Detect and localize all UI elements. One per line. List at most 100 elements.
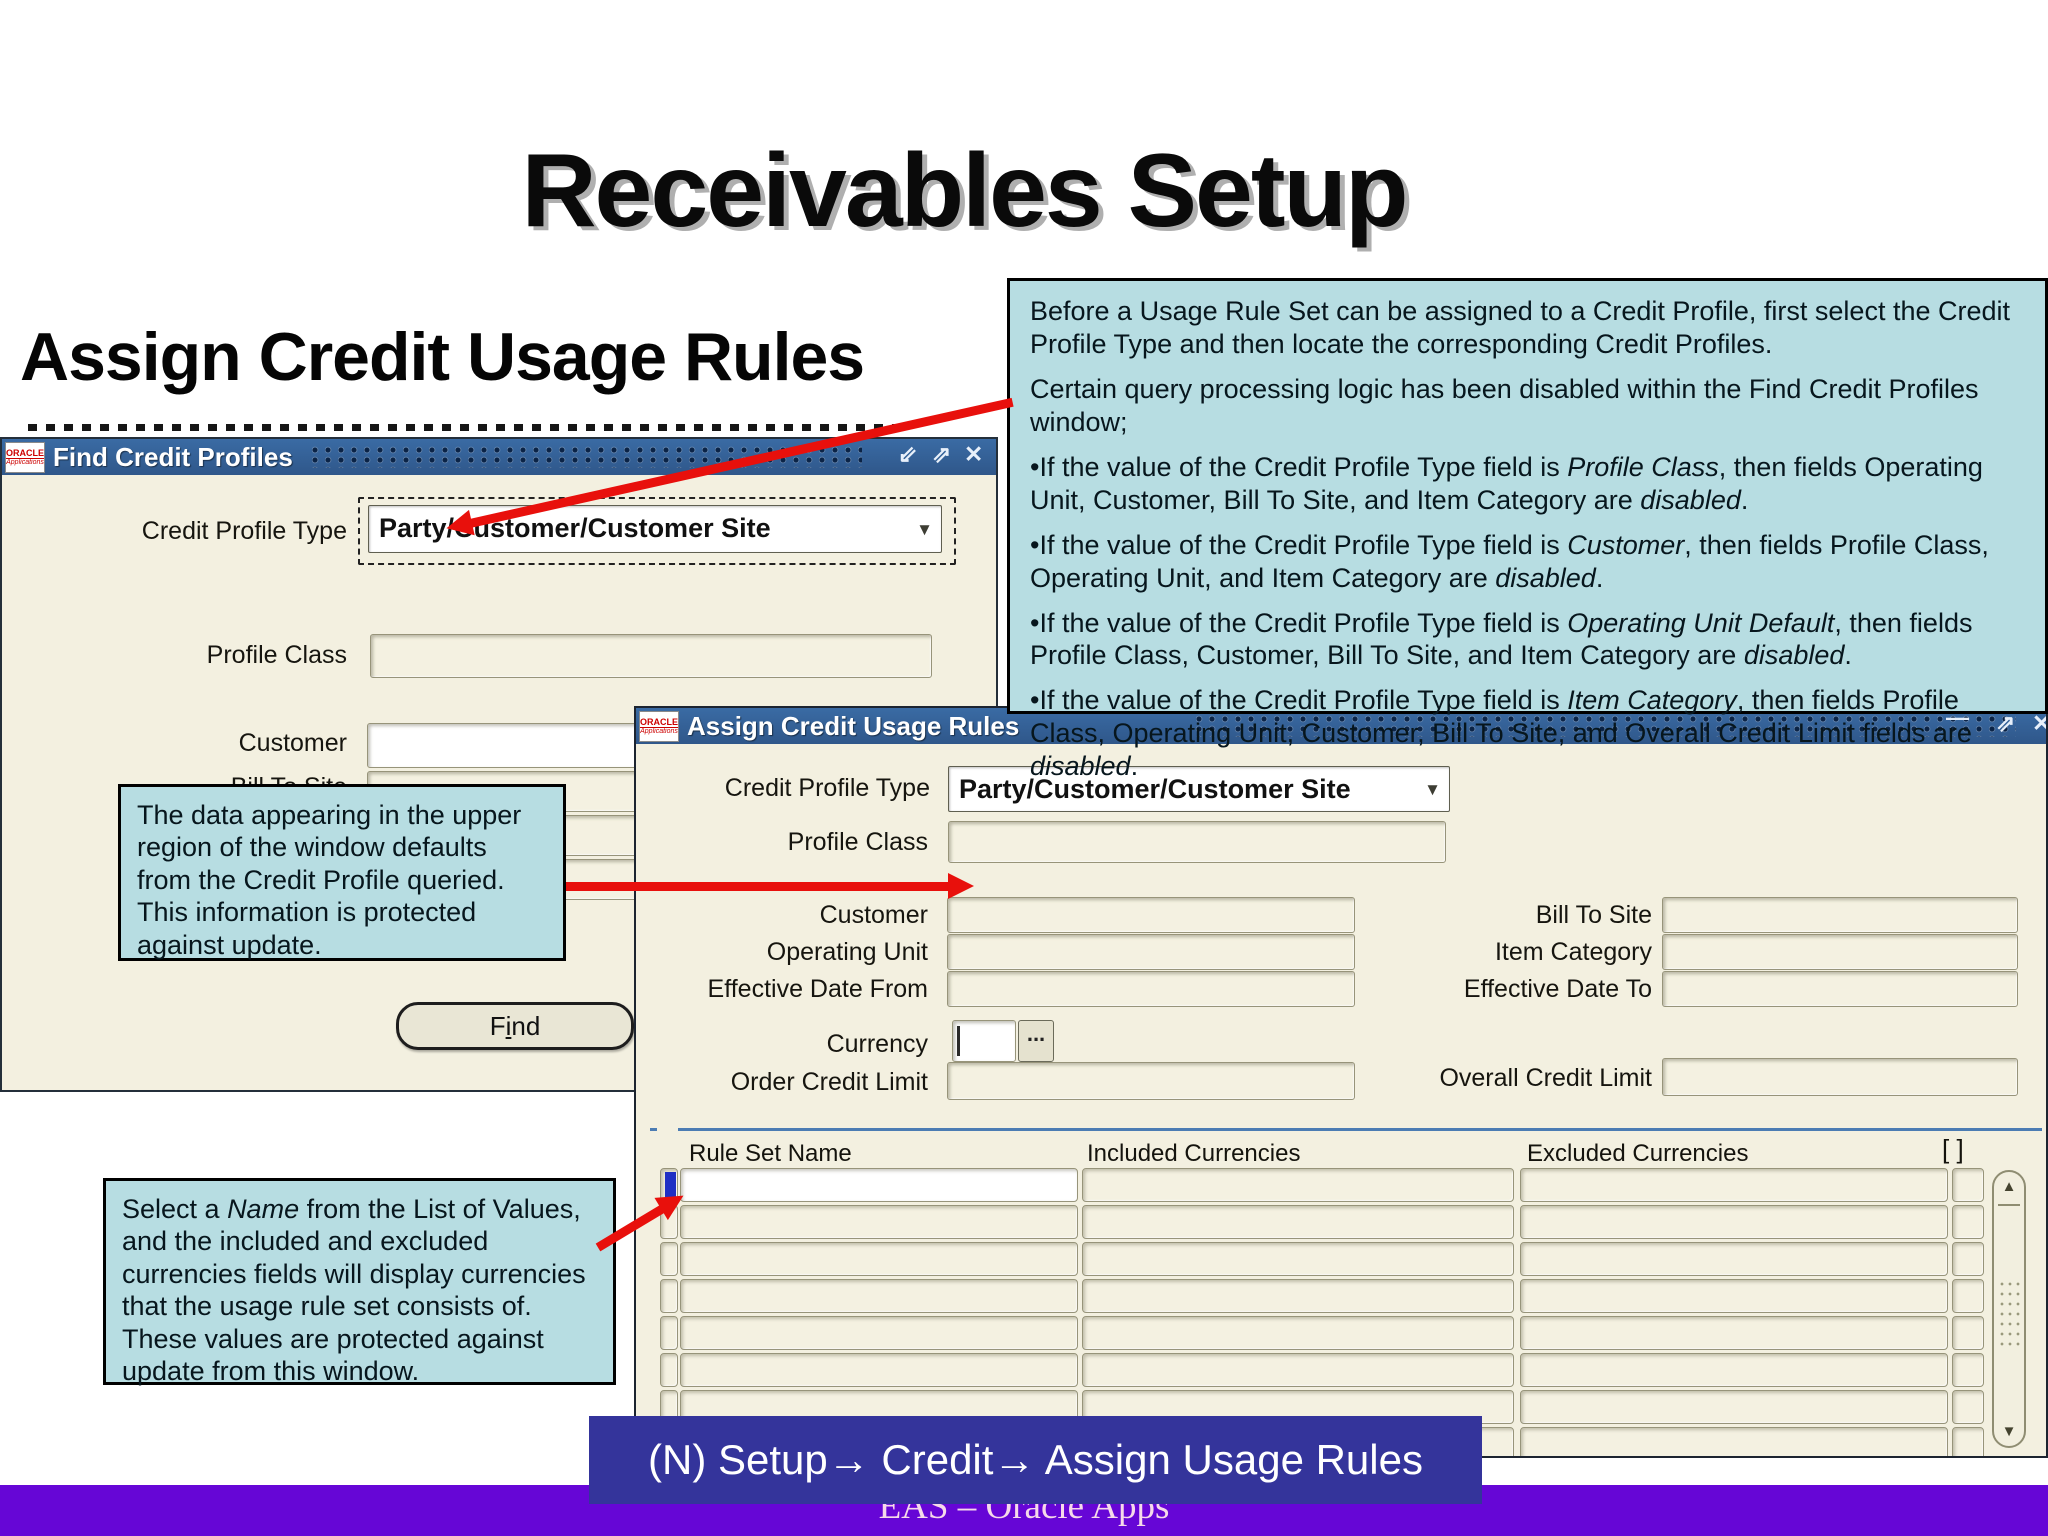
included-currencies-cell[interactable] bbox=[1082, 1316, 1514, 1350]
table-row bbox=[660, 1279, 1990, 1313]
excluded-currencies-cell[interactable] bbox=[1520, 1242, 1948, 1276]
effective-date-from-input[interactable] bbox=[947, 971, 1355, 1007]
row-flexfield-cell bbox=[1952, 1168, 1984, 1202]
credit-profile-type-label: Credit Profile Type bbox=[724, 774, 930, 802]
close-window-icon[interactable]: ✕ bbox=[2032, 710, 2046, 737]
expand-window-icon[interactable]: ⇗ bbox=[1996, 710, 2016, 736]
bill-to-site-input[interactable] bbox=[1662, 897, 2018, 933]
included-currencies-header: Included Currencies bbox=[1087, 1140, 1301, 1167]
close-window-icon[interactable]: ✕ bbox=[964, 441, 984, 467]
profile-class-label: Profile Class bbox=[787, 828, 928, 856]
included-currencies-cell[interactable] bbox=[1082, 1205, 1514, 1239]
selection-marquee bbox=[358, 497, 956, 565]
text-cursor bbox=[957, 1026, 960, 1056]
overall-credit-limit-input[interactable] bbox=[1662, 1058, 2018, 1096]
find-window-titlebar[interactable]: ORACLE Applications Find Credit Profiles… bbox=[2, 439, 996, 475]
excluded-currencies-cell[interactable] bbox=[1520, 1205, 1948, 1239]
included-currencies-cell[interactable] bbox=[1082, 1279, 1514, 1313]
effective-date-to-label: Effective Date To bbox=[1463, 975, 1652, 1003]
callout-defaults-note: The data appearing in the upper region o… bbox=[118, 784, 566, 961]
row-flexfield-cell bbox=[1952, 1390, 1984, 1424]
flexfield-bracket: [ ] bbox=[1942, 1134, 1964, 1164]
overall-credit-limit-label: Overall Credit Limit bbox=[1439, 1064, 1652, 1092]
dashed-decoration bbox=[28, 424, 906, 431]
table-row bbox=[660, 1242, 1990, 1276]
assign-window-title: Assign Credit Usage Rules bbox=[687, 710, 1020, 741]
find-window-title: Find Credit Profiles bbox=[53, 441, 293, 472]
shrink-window-icon[interactable]: ⇙ bbox=[898, 441, 918, 467]
effective-date-from-label: Effective Date From bbox=[707, 975, 928, 1003]
operating-unit-label: Operating Unit bbox=[766, 938, 928, 966]
included-currencies-cell[interactable] bbox=[1082, 1168, 1514, 1202]
row-flexfield-cell bbox=[1952, 1316, 1984, 1350]
scrollbar-thumb[interactable] bbox=[1998, 1204, 2020, 1206]
find-credit-profile-type-label: Credit Profile Type bbox=[141, 517, 347, 545]
record-indicator bbox=[660, 1279, 678, 1313]
table-row bbox=[660, 1168, 1990, 1202]
currency-lov-button[interactable]: ... bbox=[1018, 1020, 1054, 1062]
excluded-currencies-cell[interactable] bbox=[1520, 1279, 1948, 1313]
separator-notch bbox=[657, 1128, 678, 1131]
order-credit-limit-label: Order Credit Limit bbox=[730, 1068, 928, 1096]
order-credit-limit-input[interactable] bbox=[947, 1062, 1355, 1100]
table-row bbox=[660, 1205, 1990, 1239]
chevron-down-icon[interactable]: ▼ bbox=[1424, 780, 1441, 799]
customer-label: Customer bbox=[819, 901, 928, 929]
find-profile-class-input[interactable] bbox=[370, 634, 932, 678]
assign-window-titlebar[interactable]: ORACLE Applications Assign Credit Usage … bbox=[636, 708, 2046, 744]
assign-credit-usage-rules-window: ORACLE Applications Assign Credit Usage … bbox=[634, 706, 2048, 1458]
effective-date-to-input[interactable] bbox=[1662, 971, 2018, 1007]
currency-label: Currency bbox=[826, 1030, 928, 1058]
find-customer-label: Customer bbox=[238, 729, 347, 757]
item-category-input[interactable] bbox=[1662, 934, 2018, 970]
row-flexfield-cell bbox=[1952, 1353, 1984, 1387]
customer-input[interactable] bbox=[947, 897, 1355, 933]
oracle-logo-icon: ORACLE Applications bbox=[639, 710, 679, 742]
operating-unit-input[interactable] bbox=[947, 934, 1355, 970]
rule-set-name-cell[interactable] bbox=[680, 1279, 1078, 1313]
titlebar-texture bbox=[1196, 715, 2016, 737]
row-flexfield-cell bbox=[1952, 1205, 1984, 1239]
table-row bbox=[660, 1353, 1990, 1387]
included-currencies-cell[interactable] bbox=[1082, 1242, 1514, 1276]
bill-to-site-label: Bill To Site bbox=[1535, 901, 1652, 929]
section-separator bbox=[650, 1128, 2042, 1131]
table-scrollbar[interactable]: ▲ ▼ bbox=[1992, 1170, 2026, 1448]
rule-set-name-cell[interactable] bbox=[680, 1316, 1078, 1350]
arrow-to-customer-field bbox=[566, 873, 974, 899]
row-flexfield-cell bbox=[1952, 1279, 1984, 1313]
rule-set-name-cell[interactable] bbox=[680, 1205, 1078, 1239]
record-indicator bbox=[660, 1353, 678, 1387]
included-currencies-cell[interactable] bbox=[1082, 1353, 1514, 1387]
currency-input[interactable] bbox=[952, 1020, 1016, 1062]
scrollbar-texture bbox=[2000, 1282, 2020, 1352]
scroll-up-icon[interactable]: ▲ bbox=[2001, 1178, 2017, 1195]
chevron-down-icon[interactable]: ▼ bbox=[916, 520, 933, 539]
credit-profile-type-dropdown[interactable]: Party/Customer/Customer Site ▼ bbox=[948, 766, 1450, 812]
page-heading: Assign Credit Usage Rules bbox=[20, 319, 865, 396]
oracle-logo-icon: ORACLE Applications bbox=[5, 441, 45, 473]
excluded-currencies-cell[interactable] bbox=[1520, 1168, 1948, 1202]
rule-set-name-cell[interactable] bbox=[680, 1168, 1078, 1202]
table-row bbox=[660, 1316, 1990, 1350]
excluded-currencies-cell[interactable] bbox=[1520, 1427, 1948, 1456]
rule-set-name-cell[interactable] bbox=[680, 1353, 1078, 1387]
excluded-currencies-header: Excluded Currencies bbox=[1527, 1140, 1749, 1167]
record-indicator bbox=[660, 1242, 678, 1276]
rule-set-name-header: Rule Set Name bbox=[689, 1140, 852, 1167]
expand-window-icon[interactable]: ⇗ bbox=[932, 441, 952, 467]
navigation-path: (N) Setup→ Credit→ Assign Usage Rules bbox=[589, 1416, 1482, 1504]
item-category-label: Item Category bbox=[1494, 938, 1652, 966]
callout-lov-note: Select a Name from the List of Values, a… bbox=[103, 1178, 616, 1386]
record-indicator bbox=[660, 1316, 678, 1350]
find-profile-class-label: Profile Class bbox=[206, 641, 347, 669]
scroll-down-icon[interactable]: ▼ bbox=[2001, 1423, 2017, 1440]
rule-set-name-cell[interactable] bbox=[680, 1242, 1078, 1276]
find-button[interactable]: Find bbox=[396, 1002, 634, 1050]
profile-class-input[interactable] bbox=[948, 821, 1446, 863]
active-record-cursor bbox=[665, 1172, 676, 1198]
excluded-currencies-cell[interactable] bbox=[1520, 1316, 1948, 1350]
excluded-currencies-cell[interactable] bbox=[1520, 1390, 1948, 1424]
excluded-currencies-cell[interactable] bbox=[1520, 1353, 1948, 1387]
usage-rules-table bbox=[660, 1168, 1990, 1456]
